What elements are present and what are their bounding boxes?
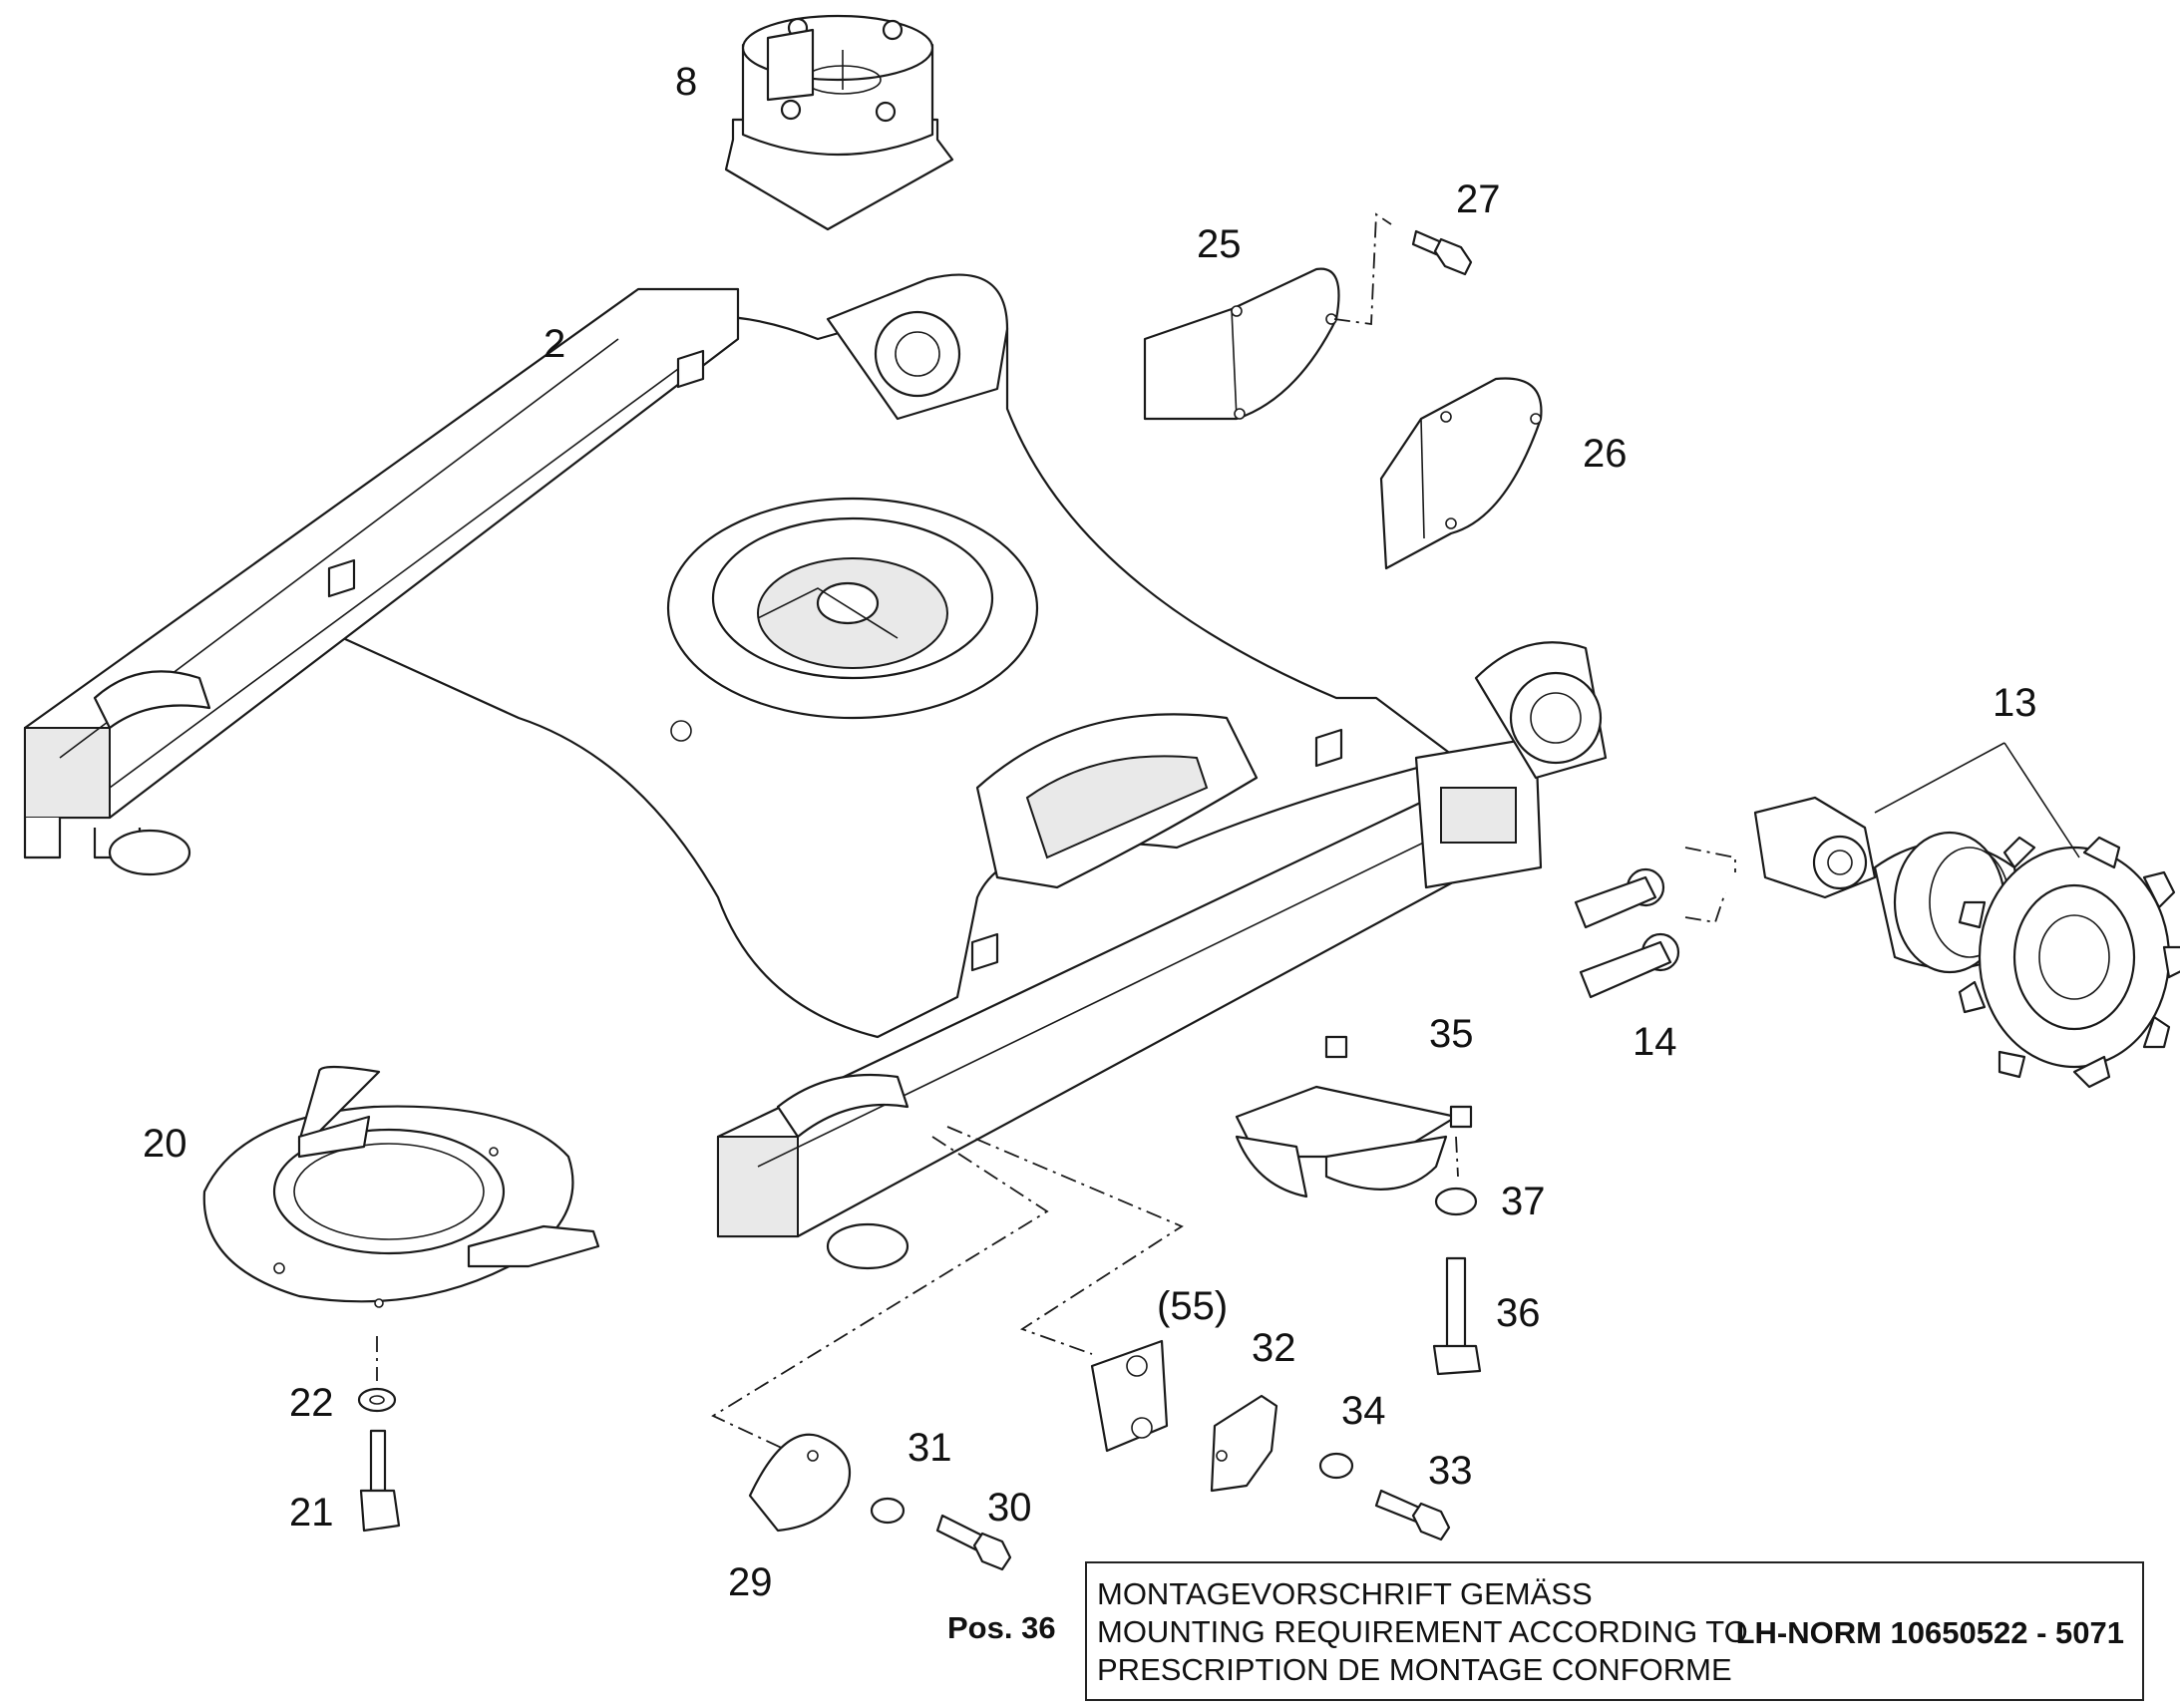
position-label: Pos. 36: [947, 1610, 1056, 1645]
part-29-cover: [748, 1433, 852, 1533]
callout-13: 13: [1993, 681, 2037, 725]
callout-29: 29: [728, 1560, 773, 1604]
callout-32: 32: [1252, 1326, 1296, 1370]
callout-36: 36: [1496, 1291, 1541, 1335]
callout-25: 25: [1197, 222, 1242, 266]
part-33-bolt: [1374, 1489, 1451, 1541]
part-8-swivel-joint: [724, 14, 954, 231]
part-13-final-drive: [1753, 742, 2180, 1089]
part-20-cover-plate: [202, 1065, 600, 1308]
callout-2: 2: [544, 322, 565, 366]
part-21-bolt: [359, 1429, 401, 1533]
callout-30: 30: [987, 1486, 1032, 1530]
part-55-block: [1090, 1339, 1169, 1453]
note-line-fr: PRESCRIPTION DE MONTAGE CONFORME: [1097, 1652, 1732, 1687]
part-25-cover: [1143, 267, 1340, 421]
callout-33: 33: [1428, 1449, 1473, 1493]
part-35-guide: [1235, 1035, 1473, 1198]
part-22-washer: [357, 1336, 397, 1413]
part-34-washer: [1318, 1452, 1354, 1480]
callout-34: 34: [1341, 1389, 1386, 1433]
part-37-washer: [1434, 1136, 1478, 1216]
sprocket: [1958, 836, 2180, 1089]
part-30-bolt: [935, 1514, 1012, 1571]
mounting-note-lines: MONTAGEVORSCHRIFT GEMÄSS MOUNTING REQUIR…: [1097, 1575, 1748, 1689]
callout-35: 35: [1429, 1012, 1474, 1056]
callout-31: 31: [908, 1426, 952, 1470]
callout-27: 27: [1456, 177, 1501, 221]
callout-22: 22: [289, 1381, 334, 1425]
callout-20: 20: [143, 1122, 187, 1166]
norm-reference: LH-NORM 10650522 - 5071: [1735, 1615, 2124, 1650]
part-26-cover: [1379, 377, 1543, 570]
part-14-hose-fittings: [1574, 847, 1736, 999]
part-32-plate: [1210, 1394, 1278, 1493]
dash-leaders: [711, 1126, 1184, 1452]
callout-26: 26: [1583, 432, 1628, 476]
callout-14: 14: [1633, 1020, 1677, 1064]
callout-21: 21: [289, 1491, 334, 1535]
callout-55: (55): [1157, 1284, 1228, 1328]
part-36-bolt: [1432, 1256, 1482, 1376]
note-line-de: MONTAGEVORSCHRIFT GEMÄSS: [1097, 1576, 1593, 1611]
callout-8: 8: [675, 60, 697, 104]
callout-37: 37: [1501, 1180, 1546, 1223]
note-line-en: MOUNTING REQUIREMENT ACCORDING TO: [1097, 1614, 1748, 1649]
part-27-bolt: [1333, 212, 1473, 326]
part-31-washer: [870, 1497, 906, 1525]
part-2-undercarriage-frame: [23, 273, 1608, 1270]
mounting-note-box: MONTAGEVORSCHRIFT GEMÄSS MOUNTING REQUIR…: [1085, 1561, 2144, 1701]
